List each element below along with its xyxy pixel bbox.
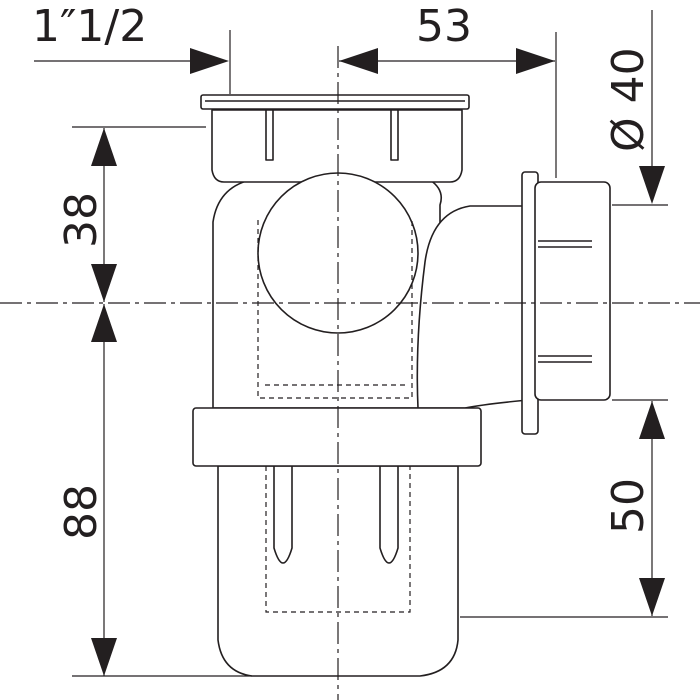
outlet-height-arrow-top bbox=[639, 401, 665, 439]
outlet-height-arrow-bottom bbox=[639, 578, 665, 616]
lower-height-arrow-top bbox=[91, 304, 117, 342]
lower-height-label: 88 bbox=[56, 484, 107, 540]
cup-leg-right bbox=[379, 466, 399, 564]
dimension-diameter: Ø 40 bbox=[603, 10, 668, 206]
diameter-arrow bbox=[639, 166, 665, 204]
top-flange bbox=[200, 94, 470, 110]
dimension-upper-height: 38 bbox=[56, 126, 206, 302]
offset-arrow-left bbox=[339, 48, 378, 74]
thread-arrow bbox=[190, 48, 229, 74]
outlet-nut bbox=[534, 181, 611, 401]
dimension-lower-height: 88 bbox=[56, 304, 252, 677]
dimension-thread: 1″1/2 bbox=[32, 1, 231, 94]
diameter-label: Ø 40 bbox=[603, 47, 654, 152]
cup-leg-left bbox=[273, 466, 293, 564]
siphon-body bbox=[192, 94, 611, 677]
upper-height-arrow-top bbox=[91, 128, 117, 166]
dimension-outlet-height: 50 bbox=[460, 399, 668, 618]
lower-height-arrow-bottom bbox=[91, 638, 117, 676]
center-lines bbox=[0, 46, 700, 700]
offset-label: 53 bbox=[416, 1, 472, 52]
outlet-height-label: 50 bbox=[603, 478, 654, 534]
side-outlet-elbow bbox=[416, 205, 529, 409]
top-nut bbox=[211, 109, 463, 183]
upper-height-label: 38 bbox=[56, 192, 107, 248]
thread-size-label: 1″1/2 bbox=[32, 1, 147, 52]
upper-height-arrow-bottom bbox=[91, 264, 117, 302]
inner-tube-hidden bbox=[257, 220, 413, 399]
coupling-ring bbox=[192, 407, 482, 467]
dimension-offset: 53 bbox=[339, 1, 557, 178]
dip-tube-hidden bbox=[265, 466, 411, 613]
offset-arrow-right bbox=[516, 48, 555, 74]
